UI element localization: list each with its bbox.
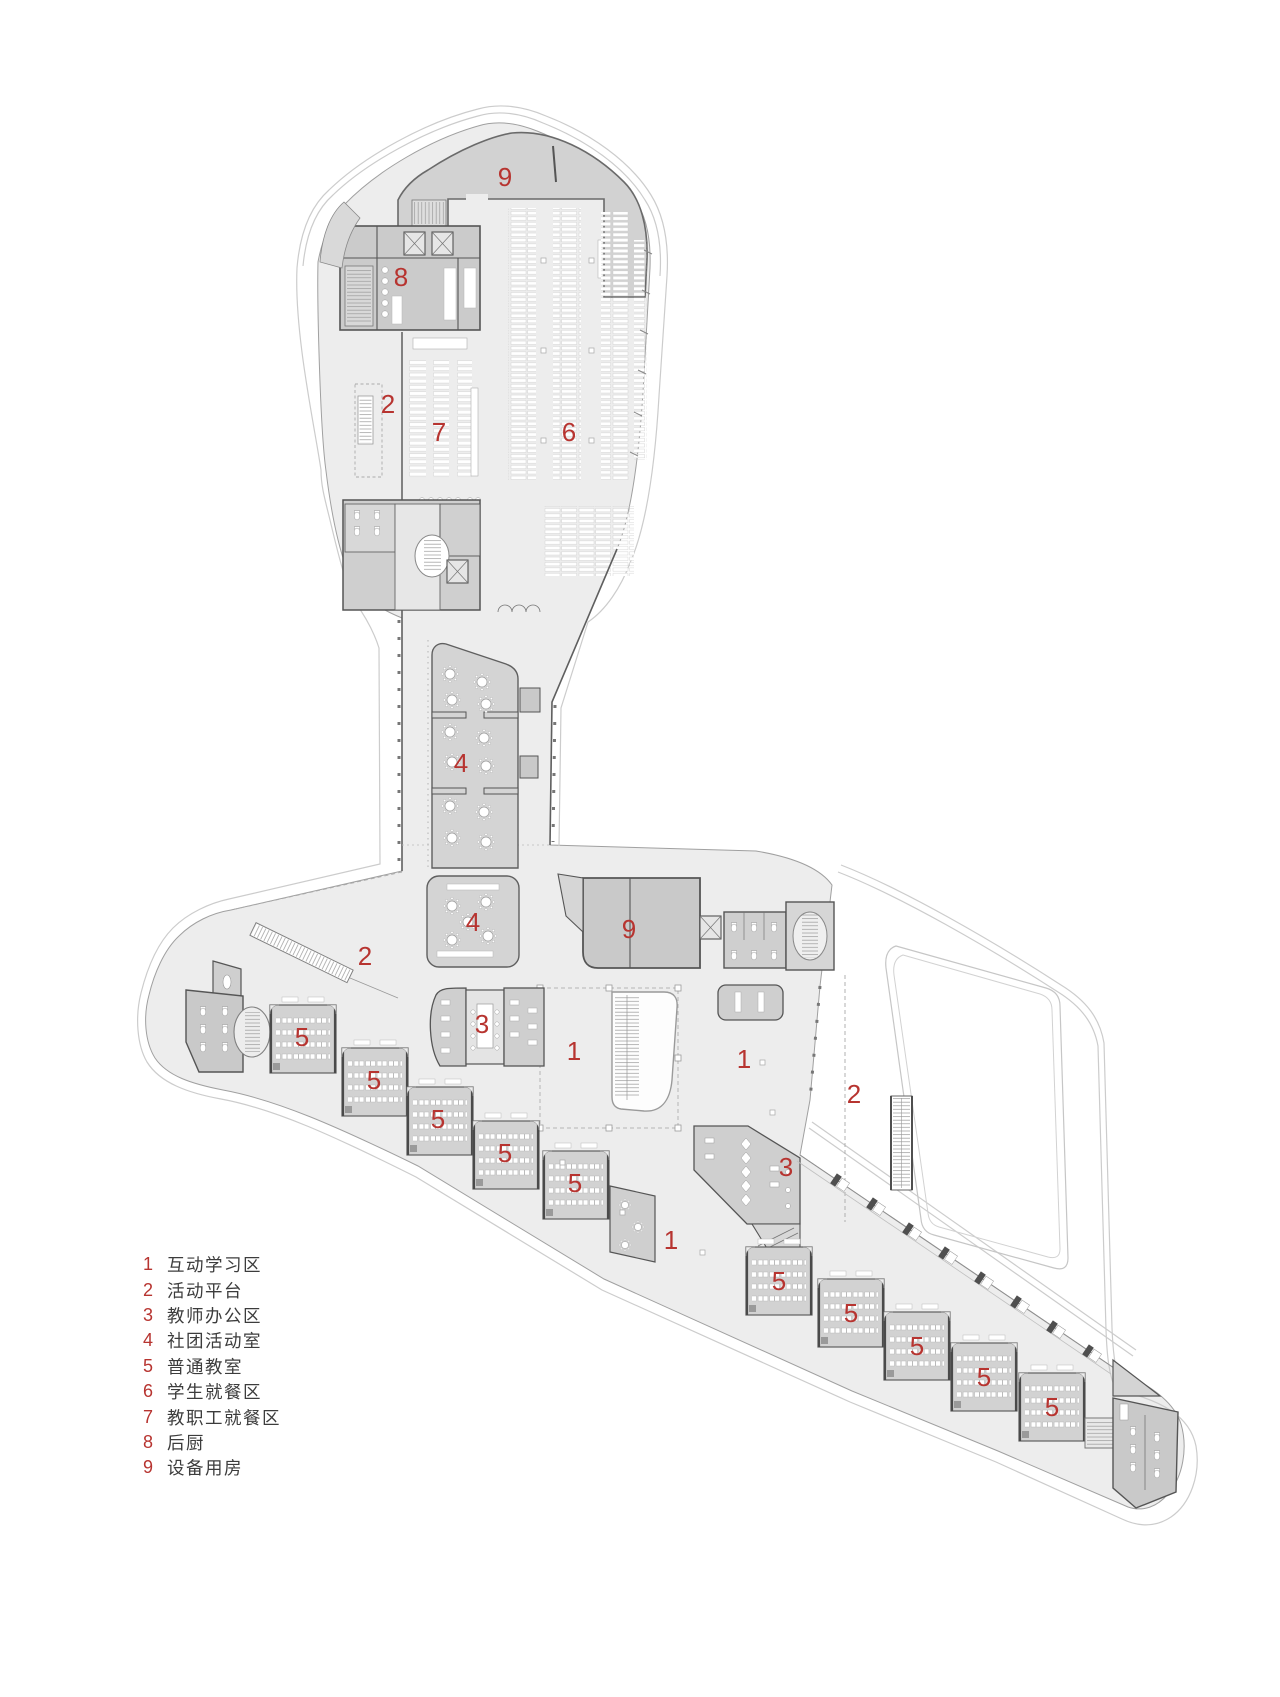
room-label-9-7: 9 [622, 914, 636, 944]
room-label-3-17: 3 [779, 1152, 793, 1182]
room-label-5-20: 5 [772, 1266, 786, 1296]
legend-item-5: 5 普通教室 [138, 1354, 281, 1379]
room-label-4-6: 4 [466, 907, 480, 937]
legend-label: 社团活动室 [167, 1331, 262, 1352]
corridor [397, 548, 618, 871]
room-label-5-16: 5 [498, 1138, 512, 1168]
room-label-2-2: 2 [381, 389, 395, 419]
room-label-5-10: 5 [295, 1022, 309, 1052]
side-stair-room [319, 201, 361, 269]
legend-number: 7 [142, 1406, 153, 1427]
room-label-5-13: 5 [367, 1065, 381, 1095]
bottom-wing-corridor-wall [796, 1154, 1115, 1375]
legend-item-3: 3 教师办公区 [138, 1303, 281, 1328]
club-room-4-square [426, 875, 520, 968]
legend-item-4: 4 社团活动室 [138, 1328, 281, 1353]
room-number-labels: 9 8 2 7 6 4 4 9 2 3 5 1 1 5 2 5 5 3 5 1 5 5 5 5 5 [295, 162, 1059, 1422]
room-label-3-9: 3 [475, 1009, 489, 1039]
room-label-5-15: 5 [431, 1104, 445, 1134]
classrooms-left-wing [268, 995, 656, 1263]
room-label-5-24: 5 [1045, 1392, 1059, 1422]
legend-number: 6 [142, 1381, 153, 1402]
legend-label: 设备用房 [167, 1458, 243, 1479]
equipment-room-9-mid [557, 873, 835, 1101]
club-rooms-4-tall [431, 642, 519, 869]
room-label-5-18: 5 [568, 1168, 582, 1198]
window-bays [830, 1173, 1102, 1363]
legend-number: 5 [142, 1355, 153, 1376]
legend-item-8: 8 后厨 [138, 1430, 281, 1455]
room-label-5-22: 5 [910, 1331, 924, 1361]
courtyard-outline [885, 945, 1069, 1270]
legend-number: 1 [142, 1254, 153, 1275]
room-label-2-14: 2 [847, 1079, 861, 1109]
legend-item-7: 7 教职工就餐区 [138, 1404, 281, 1429]
legend-label: 普通教室 [167, 1356, 243, 1377]
platform-stair [890, 1095, 913, 1191]
teacher-office-3-left [429, 987, 545, 1067]
legend-label: 后厨 [167, 1432, 205, 1453]
legend-number: 9 [142, 1457, 153, 1478]
site-outline [137, 105, 1198, 1526]
legend-number: 3 [142, 1304, 153, 1325]
columns [559, 1059, 776, 1256]
legend-label: 教师办公区 [167, 1305, 262, 1326]
room-label-1-11: 1 [567, 1036, 581, 1066]
legend-item-9: 9 设备用房 [138, 1455, 281, 1480]
room-label-7-3: 7 [432, 417, 446, 447]
left-tip-rooms [185, 960, 271, 1073]
legend-item-6: 6 学生就餐区 [138, 1379, 281, 1404]
legend-number: 8 [142, 1431, 153, 1452]
room-label-9-0: 9 [498, 162, 512, 192]
end-cap-service [1084, 1358, 1179, 1509]
room-label-8-1: 8 [394, 262, 408, 292]
kitchen-8 [339, 225, 481, 331]
legend-number: 4 [142, 1330, 153, 1351]
room-label-1-19: 1 [664, 1225, 678, 1255]
legend-item-1: 1 互动学习区 [138, 1252, 281, 1277]
room-label-6-4: 6 [562, 417, 576, 447]
atrium-grand-stair [536, 984, 682, 1132]
legend-number: 2 [142, 1279, 153, 1300]
legend-label: 互动学习区 [167, 1255, 262, 1276]
building-floor [145, 122, 1185, 1510]
equipment-room-9-top [397, 131, 648, 298]
upper-platform-2 [354, 332, 403, 500]
room-label-5-21: 5 [844, 1298, 858, 1328]
student-dining-6 [419, 208, 653, 576]
left-platform-ramp [230, 871, 403, 999]
room-label-5-23: 5 [977, 1362, 991, 1392]
room-label-2-8: 2 [358, 941, 372, 971]
blob-service-block [342, 499, 541, 613]
staff-dining-7 [407, 337, 479, 478]
legend-label: 教职工就餐区 [167, 1407, 281, 1428]
legend-label: 活动平台 [167, 1280, 243, 1301]
room-label-4-5: 4 [454, 748, 468, 778]
legend: 1 互动学习区 2 活动平台 3 教师办公区 4 社团活动室 5 普通教室 6 学生就餐区 7 教职工就餐… [138, 1252, 281, 1481]
legend-label: 学生就餐区 [167, 1382, 262, 1403]
legend-item-2: 2 活动平台 [138, 1277, 281, 1302]
room-label-1-12: 1 [737, 1044, 751, 1074]
small-activity-room [609, 1185, 656, 1263]
